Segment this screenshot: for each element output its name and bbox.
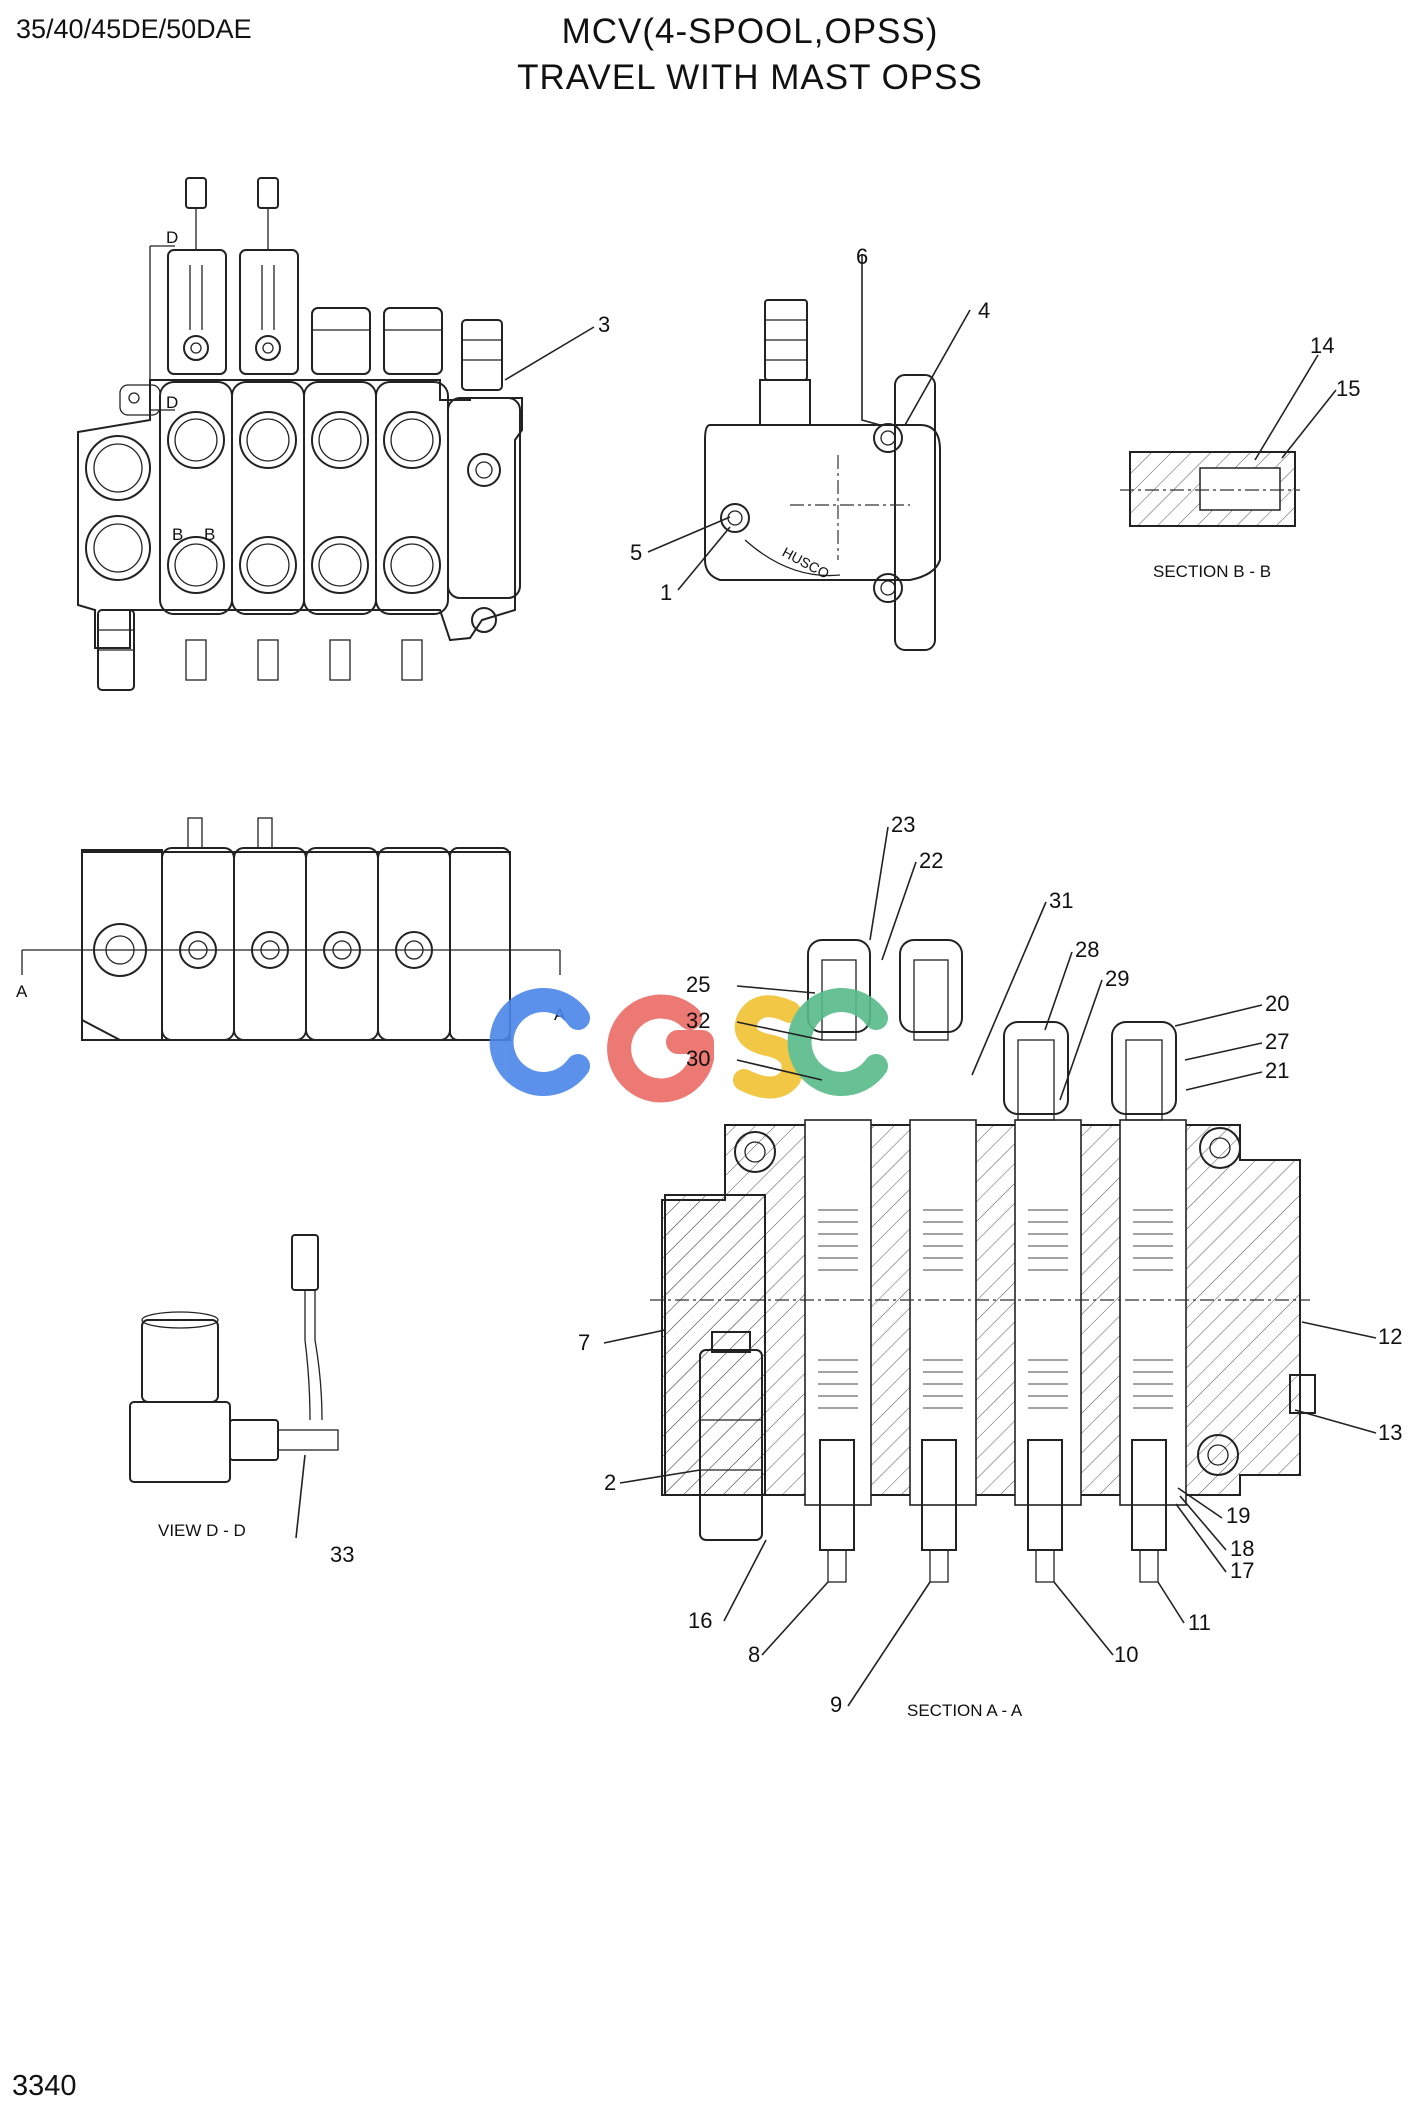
model-label: 35/40/45DE/50DAE — [16, 14, 252, 44]
view-dd: VIEW D - D — [129, 1234, 339, 1540]
mcv-front-view: D D B B — [77, 177, 523, 691]
callout-16: 16 — [688, 1608, 712, 1633]
section-marker-a-left: A — [16, 982, 28, 1001]
page-number: 3340 — [12, 2070, 77, 2102]
section-marker-d-bottom: D — [166, 393, 178, 412]
callout-23: 23 — [891, 812, 915, 837]
view-dd-label: VIEW D - D — [158, 1521, 246, 1540]
callout-10: 10 — [1114, 1642, 1138, 1667]
callout-21: 21 — [1265, 1058, 1289, 1083]
callout-numbers: 3 6 4 5 1 14 15 23 22 31 28 29 20 27 21 … — [330, 244, 1402, 1717]
callout-6: 6 — [856, 244, 868, 269]
section-marker-b-right: B — [204, 525, 215, 544]
callout-8: 8 — [748, 1642, 760, 1667]
callout-3: 3 — [598, 312, 610, 337]
callout-12: 12 — [1378, 1324, 1402, 1349]
svg-text:HUSCO: HUSCO — [780, 544, 832, 582]
callout-29: 29 — [1105, 966, 1129, 991]
section-marker-d-top: D — [166, 228, 178, 247]
callout-20: 20 — [1265, 991, 1289, 1016]
callout-11: 11 — [1188, 1610, 1211, 1635]
section-aa: SECTION A - A — [650, 939, 1316, 1720]
callout-32: 32 — [686, 1008, 710, 1033]
callout-33: 33 — [330, 1542, 354, 1567]
callout-15: 15 — [1336, 376, 1360, 401]
callout-2: 2 — [604, 1470, 616, 1495]
callout-17: 17 — [1230, 1558, 1254, 1583]
callout-18: 18 — [1230, 1536, 1254, 1561]
section-bb-label: SECTION B - B — [1153, 562, 1271, 581]
callout-25: 25 — [686, 972, 710, 997]
callout-19: 19 — [1226, 1503, 1250, 1528]
callout-4: 4 — [978, 298, 990, 323]
callout-13: 13 — [1378, 1420, 1402, 1445]
callout-28: 28 — [1075, 937, 1099, 962]
callout-30: 30 — [686, 1046, 710, 1071]
page-subtitle: TRAVEL WITH MAST OPSS — [517, 58, 983, 97]
relief-valve-side-view: HUSCO — [704, 299, 941, 651]
callout-7: 7 — [578, 1330, 590, 1355]
callout-14: 14 — [1310, 333, 1334, 358]
section-aa-label: SECTION A - A — [907, 1701, 1023, 1720]
callout-5: 5 — [630, 540, 642, 565]
callout-9: 9 — [830, 1692, 842, 1717]
callout-1: 1 — [660, 580, 672, 605]
page-title: MCV(4-SPOOL,OPSS) — [561, 12, 939, 51]
section-marker-b-left: B — [172, 525, 183, 544]
callout-22: 22 — [919, 848, 943, 873]
cgsc-watermark-logo — [489, 988, 888, 1103]
leader-lines — [295, 254, 1377, 1707]
mcv-top-view: A A — [16, 817, 566, 1041]
callout-27: 27 — [1265, 1029, 1289, 1054]
section-bb: SECTION B - B — [1120, 451, 1300, 581]
callout-31: 31 — [1049, 888, 1073, 913]
